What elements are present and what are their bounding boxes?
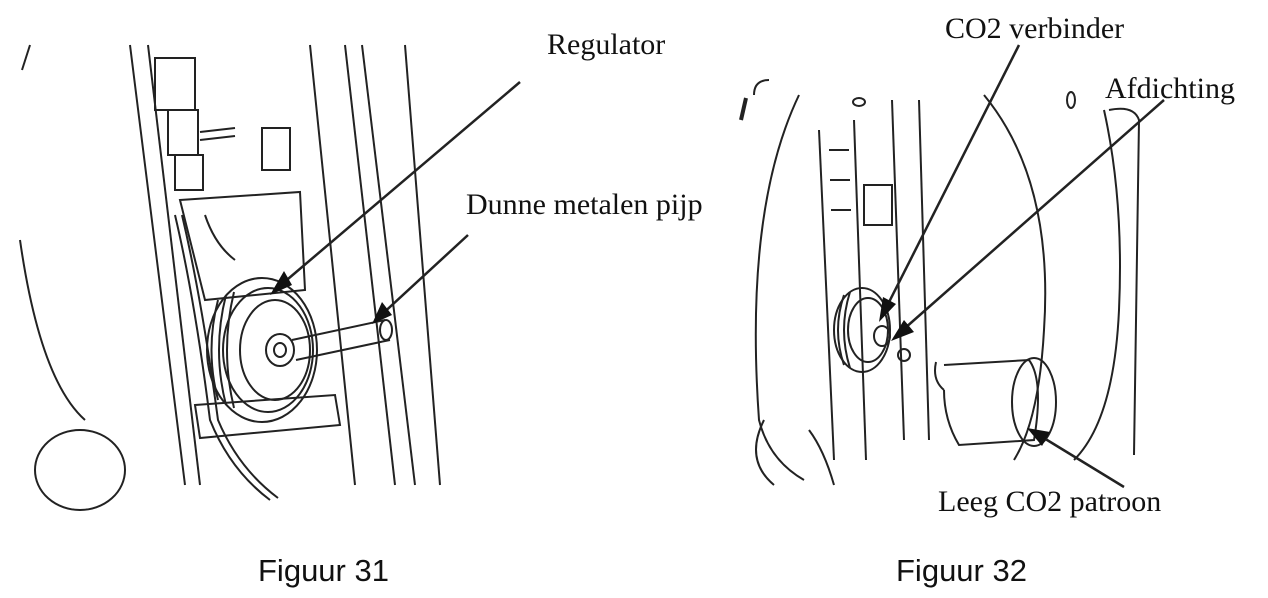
regulator-drawing	[19, 44, 521, 511]
co2-connector-drawing	[739, 44, 1165, 489]
figure-32-caption: Figuur 32	[896, 553, 1027, 588]
figure-31: Regulator Dunne metalen pijp Figuur 31	[19, 30, 703, 588]
seal-label: Afdichting	[1105, 72, 1235, 105]
thin-metal-pipe-label: Dunne metalen pijp	[466, 188, 703, 221]
regulator-label: Regulator	[547, 28, 666, 61]
empty-co2-cartridge-label: Leeg CO2 patroon	[938, 485, 1162, 518]
co2-connector-label: CO2 verbinder	[945, 12, 1125, 45]
figure-31-caption: Figuur 31	[258, 553, 389, 588]
figure-32: CO2 verbinder Afdichting Leeg CO2 patroo…	[634, 0, 1268, 598]
